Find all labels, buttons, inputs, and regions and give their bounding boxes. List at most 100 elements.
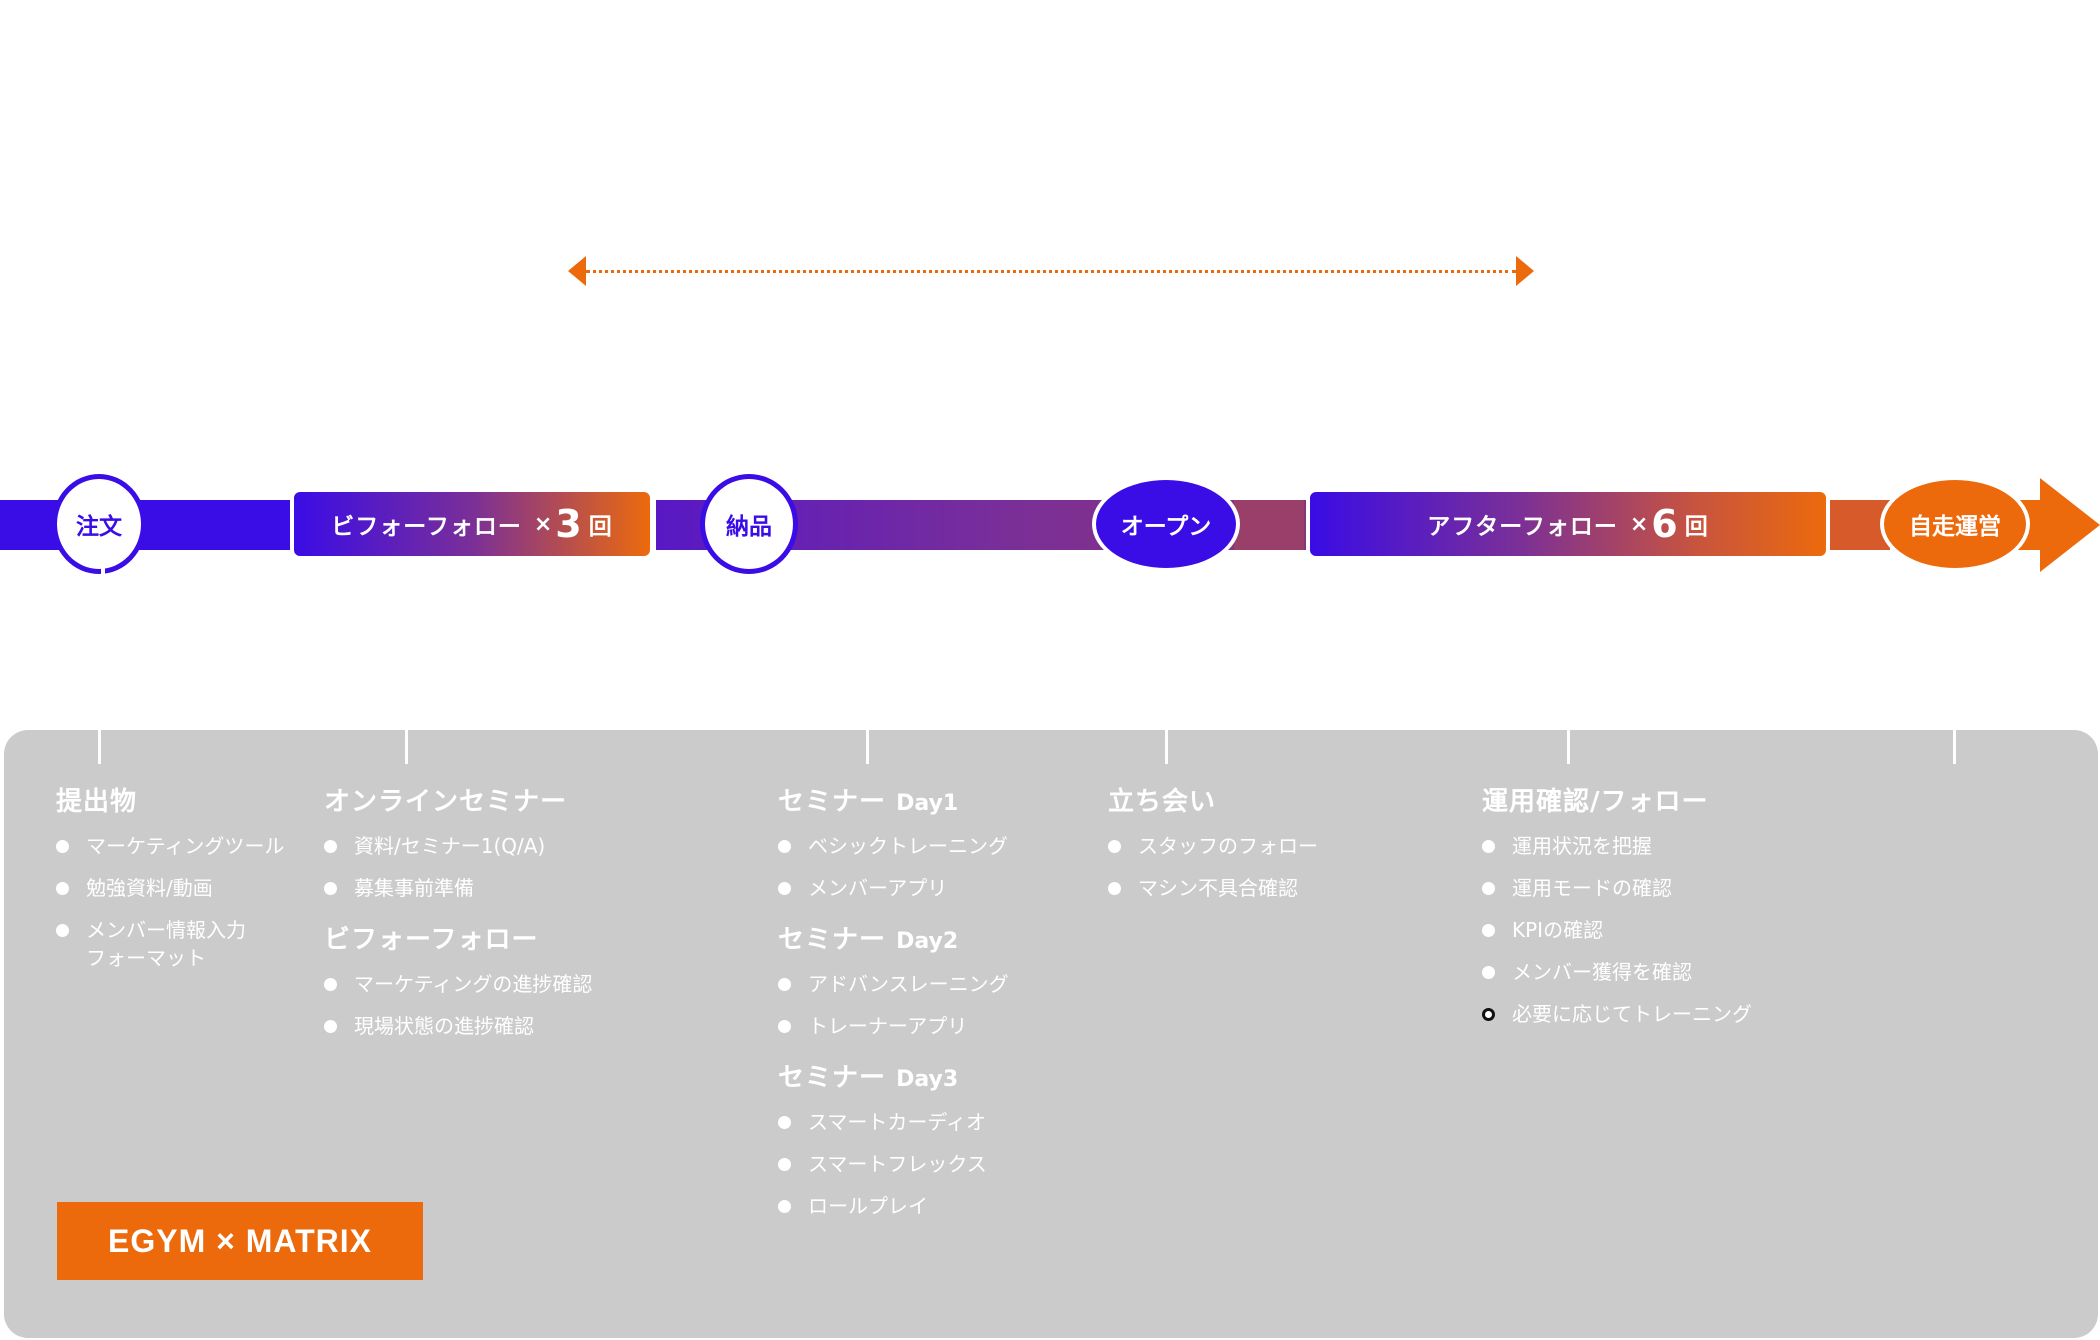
list-item-text: マーケティングの進捗確認 <box>354 972 593 996</box>
column-submissions: 提出物マーケティングツール勉強資料/動画メンバー情報入力 フォーマット <box>56 782 316 986</box>
list-item: マーケティングの進捗確認 <box>324 970 724 998</box>
section-title-text: ビフォーフォロー <box>324 925 539 955</box>
bullet-dot-icon <box>778 1200 791 1213</box>
bullet-dot-icon <box>324 882 337 895</box>
dotted-line <box>586 270 1516 273</box>
list-item-text: メンバー情報入力 フォーマット <box>86 918 246 970</box>
list-item: マシン不具合確認 <box>1108 874 1408 902</box>
column-attendance: 立ち会いスタッフのフォローマシン不具合確認 <box>1108 782 1408 916</box>
bullet-list: 運用状況を把握運用モードの確認 KPIの確認メンバー獲得を確認必要に応じてトレーニ… <box>1482 832 1882 1028</box>
times-sign: × <box>533 511 554 537</box>
list-item-text: KPIの確認 <box>1512 918 1604 942</box>
list-item-text: メンバー獲得を確認 <box>1512 960 1692 984</box>
list-item: メンバー情報入力 フォーマット <box>56 916 316 972</box>
list-item-text: 運用状況を把握 <box>1512 834 1652 858</box>
list-item: 運用モードの確認 <box>1482 874 1882 902</box>
bullet-list: マーケティングの進捗確認現場状態の進捗確認 <box>324 970 724 1040</box>
section-title: 立ち会い <box>1108 782 1408 822</box>
list-item: 勉強資料/動画 <box>56 874 316 902</box>
section-group: オンラインセミナー資料/セミナー1(Q/A) 募集事前準備 <box>324 782 724 902</box>
bullet-dot-icon <box>778 1116 791 1129</box>
section-title: セミナー Day3 <box>778 1058 1078 1098</box>
list-item: トレーナーアプリ <box>778 1012 1078 1040</box>
arrow-left-icon <box>568 256 586 286</box>
bullet-dot-icon <box>778 1158 791 1171</box>
connector-tick <box>1165 730 1168 764</box>
bullet-ring-icon <box>1482 1008 1495 1021</box>
connector-tick <box>1953 730 1956 764</box>
bullet-dot-icon <box>778 978 791 991</box>
list-item-text: ロールプレイ <box>808 1194 928 1218</box>
bullet-dot-icon <box>778 882 791 895</box>
list-item-text: スマートフレックス <box>808 1152 987 1176</box>
phase-unit: 回 <box>1684 514 1709 540</box>
node-label: オープン <box>1120 514 1212 540</box>
bullet-dot-icon <box>778 840 791 853</box>
bullet-list: アドバンスレーニングトレーナーアプリ <box>778 970 1078 1040</box>
list-item: メンバー獲得を確認 <box>1482 958 1882 986</box>
list-item-text: 現場状態の進捗確認 <box>354 1014 534 1038</box>
bullet-dot-icon <box>1482 882 1495 895</box>
section-title-text: 運用確認/フォロー <box>1482 787 1709 817</box>
list-item-text: マーケティングツール <box>86 834 285 858</box>
bullet-dot-icon <box>324 978 337 991</box>
section-title: オンラインセミナー <box>324 782 724 822</box>
bullet-dot-icon <box>56 924 69 937</box>
section-title: セミナー Day2 <box>778 920 1078 960</box>
section-title: 運用確認/フォロー <box>1482 782 1882 822</box>
section-subtitle: Day2 <box>896 929 959 954</box>
list-item-text: ベシックトレーニング <box>808 834 1008 858</box>
node-order: 注文 <box>52 474 146 575</box>
list-item-text: 必要に応じてトレーニング <box>1512 1002 1752 1026</box>
phase-label: アフターフォロー <box>1427 514 1618 540</box>
node-label: 自走運営 <box>1909 514 2001 540</box>
list-item: マーケティングツール <box>56 832 316 860</box>
list-item: アドバンスレーニング <box>778 970 1078 998</box>
phase-count: 6 <box>1651 502 1679 546</box>
node-label: 注文 <box>76 514 122 540</box>
list-item-text: 運用モードの確認 <box>1512 876 1672 900</box>
bullet-dot-icon <box>324 1020 337 1033</box>
list-item: 募集事前準備 <box>324 874 724 902</box>
list-item: 運用状況を把握 <box>1482 832 1882 860</box>
section-group: ビフォーフォローマーケティングの進捗確認現場状態の進捗確認 <box>324 920 724 1040</box>
bullet-list: スタッフのフォローマシン不具合確認 <box>1108 832 1408 902</box>
section-title-text: 提出物 <box>56 787 138 817</box>
phase-after-follow: アフターフォロー × 6 回 <box>1308 490 1828 558</box>
list-item-text: 資料/セミナー1(Q/A) <box>354 834 546 858</box>
section-title: セミナー Day1 <box>778 782 1078 822</box>
brand-badge: EGYM × MATRIX <box>57 1202 423 1280</box>
bullet-dot-icon <box>1482 924 1495 937</box>
list-item-text: 募集事前準備 <box>354 876 474 900</box>
section-group: セミナー Day2 アドバンスレーニングトレーナーアプリ <box>778 920 1078 1040</box>
list-item: スマートカーディオ <box>778 1108 1078 1136</box>
node-delivery: 納品 <box>700 474 798 574</box>
bullet-dot-icon <box>56 840 69 853</box>
section-group: 立ち会いスタッフのフォローマシン不具合確認 <box>1108 782 1408 902</box>
bullet-dot-icon <box>1482 966 1495 979</box>
list-item: 資料/セミナー1(Q/A) <box>324 832 724 860</box>
bullet-dot-icon <box>1482 840 1495 853</box>
bullet-list: スマートカーディオスマートフレックスロールプレイ <box>778 1108 1078 1220</box>
phase-label: ビフォーフォロー <box>331 514 522 540</box>
bullet-list: マーケティングツール勉強資料/動画メンバー情報入力 フォーマット <box>56 832 316 972</box>
section-group: 提出物マーケティングツール勉強資料/動画メンバー情報入力 フォーマット <box>56 782 316 972</box>
section-group: 運用確認/フォロー運用状況を把握運用モードの確認 KPIの確認メンバー獲得を確認必… <box>1482 782 1882 1028</box>
list-item-text: スマートカーディオ <box>808 1110 986 1134</box>
list-item: 必要に応じてトレーニング <box>1482 1000 1882 1028</box>
section-title: ビフォーフォロー <box>324 920 724 960</box>
section-title-text: セミナー <box>778 1063 887 1093</box>
phase-count: 3 <box>555 502 583 546</box>
list-item-text: アドバンスレーニング <box>808 972 1009 996</box>
list-item: 現場状態の進捗確認 <box>324 1012 724 1040</box>
section-group: セミナー Day3 スマートカーディオスマートフレックスロールプレイ <box>778 1058 1078 1220</box>
column-operation-follow: 運用確認/フォロー運用状況を把握運用モードの確認 KPIの確認メンバー獲得を確認必… <box>1482 782 1882 1042</box>
list-item: KPIの確認 <box>1482 916 1882 944</box>
list-item: スタッフのフォロー <box>1108 832 1408 860</box>
node-label: 納品 <box>726 514 772 540</box>
bullet-dot-icon <box>324 840 337 853</box>
section-title-text: セミナー <box>778 787 887 817</box>
list-item-text: トレーナーアプリ <box>808 1014 968 1038</box>
node-open: オープン <box>1092 476 1240 572</box>
